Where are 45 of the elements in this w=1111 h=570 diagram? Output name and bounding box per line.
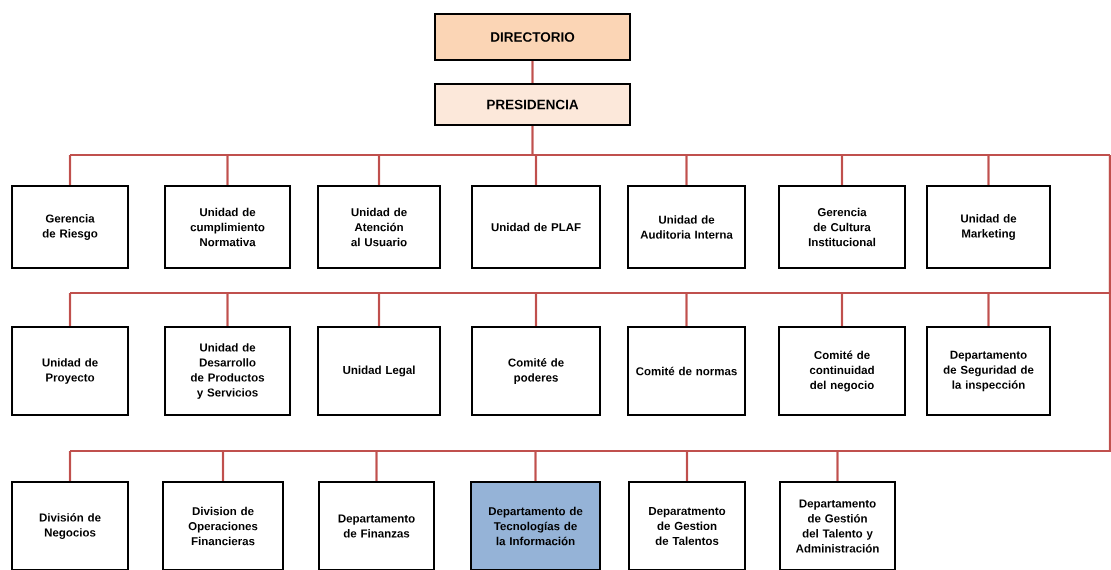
connector-line [375, 451, 378, 481]
connector-line [226, 155, 229, 185]
connector-line [68, 155, 72, 185]
org-box: Gerencia de Cultura Institucional [778, 185, 906, 269]
connector-line [221, 451, 225, 481]
connector-line [840, 293, 844, 326]
org-box: Departamento de Finanzas [318, 481, 435, 570]
connector-line [987, 293, 990, 326]
org-box: Comité de normas [627, 326, 746, 416]
org-box: División de Negocios [11, 481, 129, 570]
connector-line [68, 293, 72, 326]
org-box: Unidad de Desarrollo de Productos y Servicios [164, 326, 291, 416]
org-box: Comité de poderes [471, 326, 601, 416]
org-box: Comité de continuidad del negocio [778, 326, 906, 416]
org-box: Unidad de Auditoria Interna [627, 185, 746, 269]
connector-line [377, 155, 381, 185]
connector-line [534, 155, 538, 185]
connector-line [68, 451, 72, 481]
connector-line [531, 61, 534, 83]
org-box: Unidad de cumplimiento Normativa [164, 185, 291, 269]
org-box: Division de Operaciones Financieras [162, 481, 284, 570]
connector-line [226, 293, 229, 326]
connector-line [377, 293, 381, 326]
org-box: Unidad de Marketing [926, 185, 1051, 269]
org-box: Departamento de Gestión del Talento y Administración [779, 481, 896, 570]
org-box: Unidad de Proyecto [11, 326, 129, 416]
connector-line [685, 293, 688, 326]
connector-line [987, 155, 990, 185]
org-box: Departamento de Tecnologías de la Información [470, 481, 601, 570]
org-box: Departamento de Seguridad de la inspección [926, 326, 1051, 416]
org-box: PRESIDENCIA [434, 83, 631, 126]
org-box: Gerencia de Riesgo [11, 185, 129, 269]
connector-line [840, 155, 844, 185]
org-box: DIRECTORIO [434, 13, 631, 61]
connector-line [685, 155, 688, 185]
org-box: Unidad de PLAF [471, 185, 601, 269]
org-box: Deparatmento de Gestion de Talentos [628, 481, 746, 570]
connector-line [534, 293, 538, 326]
connector-line [685, 451, 689, 481]
connector-line [534, 451, 537, 481]
org-box: Unidad de Atención al Usuario [317, 185, 441, 269]
connector-line [70, 155, 1111, 453]
connector-line [68, 124, 1111, 157]
org-box: Unidad Legal [317, 326, 441, 416]
connector-line [836, 451, 839, 481]
